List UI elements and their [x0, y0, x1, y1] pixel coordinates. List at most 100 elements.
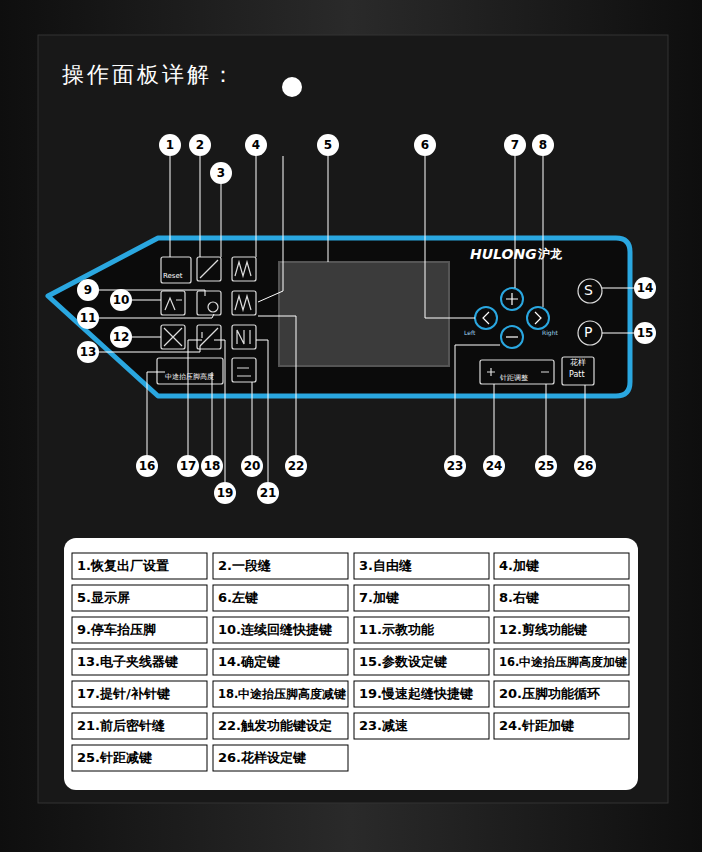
panel-label: 沪龙 [538, 248, 562, 261]
callout-text: 2 [196, 138, 204, 152]
table-cell [213, 553, 348, 579]
callout-text: 24 [486, 459, 503, 473]
callout-text: 19 [217, 486, 234, 500]
table-cell [72, 617, 207, 643]
table-cell [354, 617, 489, 643]
table-cell-text: 12.剪线功能键 [499, 623, 587, 637]
callout-number: 9 [77, 279, 99, 301]
table-cell [72, 713, 207, 739]
callout-text: 9 [84, 283, 92, 297]
table-cell [494, 553, 629, 579]
table-cell [354, 585, 489, 611]
callout-number: 5 [317, 134, 339, 156]
panel-label: P [584, 325, 592, 340]
table-cell [213, 681, 348, 707]
table-cell-text: 18.中途抬压脚高度减键 [218, 688, 346, 701]
table-cell [354, 553, 489, 579]
callout-number: 6 [414, 134, 436, 156]
panel-label: Left [464, 330, 475, 337]
table-cell-text: 15.参数设定键 [359, 655, 447, 669]
callout-text: 11 [80, 311, 97, 325]
callout-text: 4 [252, 138, 260, 152]
table-cell [494, 649, 629, 675]
callout-text: 10 [113, 293, 130, 307]
callout-number: 2 [189, 134, 211, 156]
callout-text: 17 [180, 459, 197, 473]
callout-text: 1 [166, 138, 174, 152]
table-cell-text: 7.加键 [359, 591, 399, 605]
table-cell [213, 745, 348, 771]
table-cell-text: 23.减速 [359, 719, 408, 733]
table-cell-text: 26.花样设定键 [218, 751, 306, 765]
table-cell [354, 713, 489, 739]
table-cell [494, 585, 629, 611]
table-cell-text: 2.一段缝 [218, 559, 271, 573]
table-cell [72, 649, 207, 675]
table-cell-text: 5.显示屏 [77, 591, 130, 605]
table-cell [354, 681, 489, 707]
table-cell [354, 649, 489, 675]
table-cell-text: 22.触发功能键设定 [218, 719, 332, 733]
table-cell-text: 1.恢复出厂设置 [77, 559, 169, 573]
callout-text: 18 [204, 459, 221, 473]
table-cell-text: 21.前后密针缝 [77, 719, 165, 733]
callout-text: 5 [324, 138, 332, 152]
table-cell-text: 17.提针/补针键 [77, 687, 170, 701]
panel-label: Right [542, 330, 558, 337]
callout-number: 8 [532, 134, 554, 156]
callout-text: 21 [260, 486, 277, 500]
table-cell-text: 25.针距减键 [77, 751, 152, 765]
table-cell-text: 13.电子夹线器键 [77, 655, 178, 669]
table-cell [213, 585, 348, 611]
table-cell-text: 10.连续回缝快捷键 [218, 623, 332, 637]
table-cell-text: 6.左键 [218, 591, 258, 605]
callout-number: 7 [504, 134, 526, 156]
table-cell-text: 8.右键 [499, 591, 539, 605]
callout-text: 23 [447, 459, 464, 473]
callout-text: 3 [217, 166, 225, 180]
table-cell [494, 617, 629, 643]
callout-text: 6 [421, 138, 429, 152]
table-cell [72, 745, 207, 771]
table-cell [72, 681, 207, 707]
callout-text: 14 [637, 281, 654, 295]
table-cell-text: 11.示教功能 [359, 623, 434, 637]
callout-number: 4 [245, 134, 267, 156]
table-cell-text: 9.停车抬压脚 [77, 623, 156, 637]
table-cell [72, 553, 207, 579]
table-cell-text: 16.中途抬压脚高度加键 [499, 656, 627, 669]
table-cell [494, 713, 629, 739]
callout-text: 25 [538, 459, 555, 473]
panel-label: S [584, 283, 593, 298]
table-cell [72, 585, 207, 611]
callout-text: 12 [113, 330, 130, 344]
table-cell [494, 681, 629, 707]
panel-label: 花样 [570, 359, 586, 368]
callout-text: 22 [288, 459, 305, 473]
table-cell-text: 14.确定键 [218, 655, 280, 669]
panel-label: Patt [569, 371, 585, 380]
table-cell-text: 19.慢速起缝快捷键 [359, 687, 473, 701]
callout-number: 3 [210, 162, 232, 184]
callout-text: 26 [577, 459, 594, 473]
table-cell-text: 3.自由缝 [359, 559, 412, 573]
table-cell-text: 24.针距加键 [499, 719, 574, 733]
callout-text: 8 [539, 138, 547, 152]
callout-number: 1 [159, 134, 181, 156]
panel-label: HULONG [470, 247, 537, 262]
table-cell [213, 649, 348, 675]
panel-label: 针距调整 [500, 375, 528, 383]
table-cell-text: 4.加键 [499, 559, 539, 573]
callout-text: 7 [511, 138, 519, 152]
panel-label: 中途抬压脚高度 [165, 374, 214, 382]
callout-text: 20 [244, 459, 261, 473]
table-cell [213, 617, 348, 643]
callout-text: 13 [80, 345, 97, 359]
callout-text: 16 [139, 459, 156, 473]
title: 操作面板详解： [62, 63, 237, 87]
callout-text: 15 [637, 326, 654, 340]
table-cell-text: 20.压脚功能循环 [499, 687, 600, 701]
table-cell [213, 713, 348, 739]
panel-label: Reset [163, 273, 183, 281]
